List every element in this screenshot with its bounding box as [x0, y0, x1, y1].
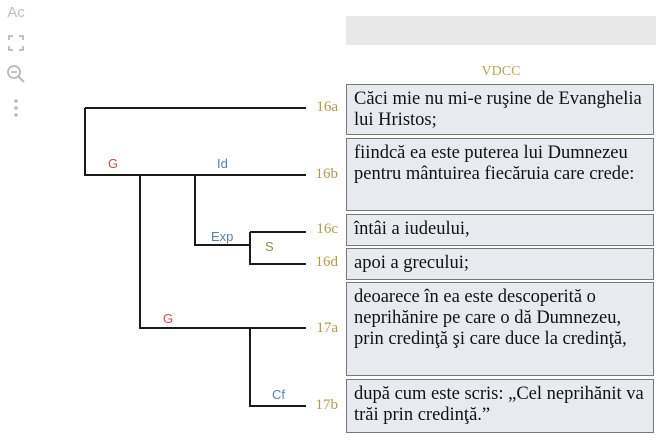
more-vertical-icon: [14, 99, 18, 117]
structure-tree: [84, 107, 306, 407]
verse-label-17b: 17b: [315, 397, 339, 413]
verse-box-16a: Căci mie nu mi-e ruşine de Evanghelia lu…: [346, 84, 654, 135]
verse-box-17a: deoarece în ea este descoperită o neprih…: [346, 282, 654, 376]
relation-ground-label: G: [108, 156, 119, 171]
expand-button[interactable]: [4, 31, 28, 55]
verse-text-17a: deoarece în ea este descoperită o neprih…: [354, 287, 627, 349]
relation-identification-label: Id: [217, 156, 228, 171]
relation-ground-label-2: G: [163, 311, 174, 326]
verse-text-16a: Căci mie nu mi-e ruşine de Evanghelia lu…: [354, 89, 642, 130]
verse-label-16a: 16a: [316, 99, 338, 115]
more-button[interactable]: [4, 96, 28, 120]
expand-icon: [8, 35, 24, 51]
zoom-out-icon: [7, 65, 25, 83]
verse-text-16b: fiindcă ea este puterea lui Dumnezeu pen…: [354, 143, 635, 184]
verse-label-17a: 17a: [316, 320, 338, 336]
font-size-label: Ac: [7, 3, 25, 21]
verse-text-17b: după cum este scris: „Cel neprihănit va …: [354, 384, 644, 425]
tree-line-g2-trunk: [139, 175, 306, 329]
verse-box-17b: după cum este scris: „Cel neprihănit va …: [346, 379, 654, 433]
zoom-out-button[interactable]: [4, 62, 28, 86]
tree-line-root: [84, 108, 306, 176]
tree-line-16d: [249, 232, 306, 265]
verse-label-16c: 16c: [316, 221, 338, 237]
verse-text-16c: întâi a iudeului,: [354, 219, 470, 239]
top-bar: [346, 16, 656, 45]
relation-series-label: S: [265, 239, 274, 254]
verse-box-16c: întâi a iudeului,: [346, 214, 654, 246]
font-size-button[interactable]: Ac: [4, 0, 28, 24]
verse-label-16b: 16b: [315, 166, 339, 182]
verse-box-16d: apoi a grecului;: [346, 248, 654, 280]
relation-explanation-label: Exp: [211, 229, 234, 244]
tree-line-id-branch: [194, 175, 250, 246]
toolbar: Ac: [0, 0, 34, 130]
column-header: VDCC: [481, 64, 521, 79]
tree-line-17b: [249, 328, 306, 407]
relation-comparison-label: Cf: [272, 387, 285, 402]
verse-label-16d: 16d: [315, 254, 339, 270]
verse-box-16b: fiindcă ea este puterea lui Dumnezeu pen…: [346, 138, 654, 211]
verse-text-16d: apoi a grecului;: [354, 253, 470, 273]
